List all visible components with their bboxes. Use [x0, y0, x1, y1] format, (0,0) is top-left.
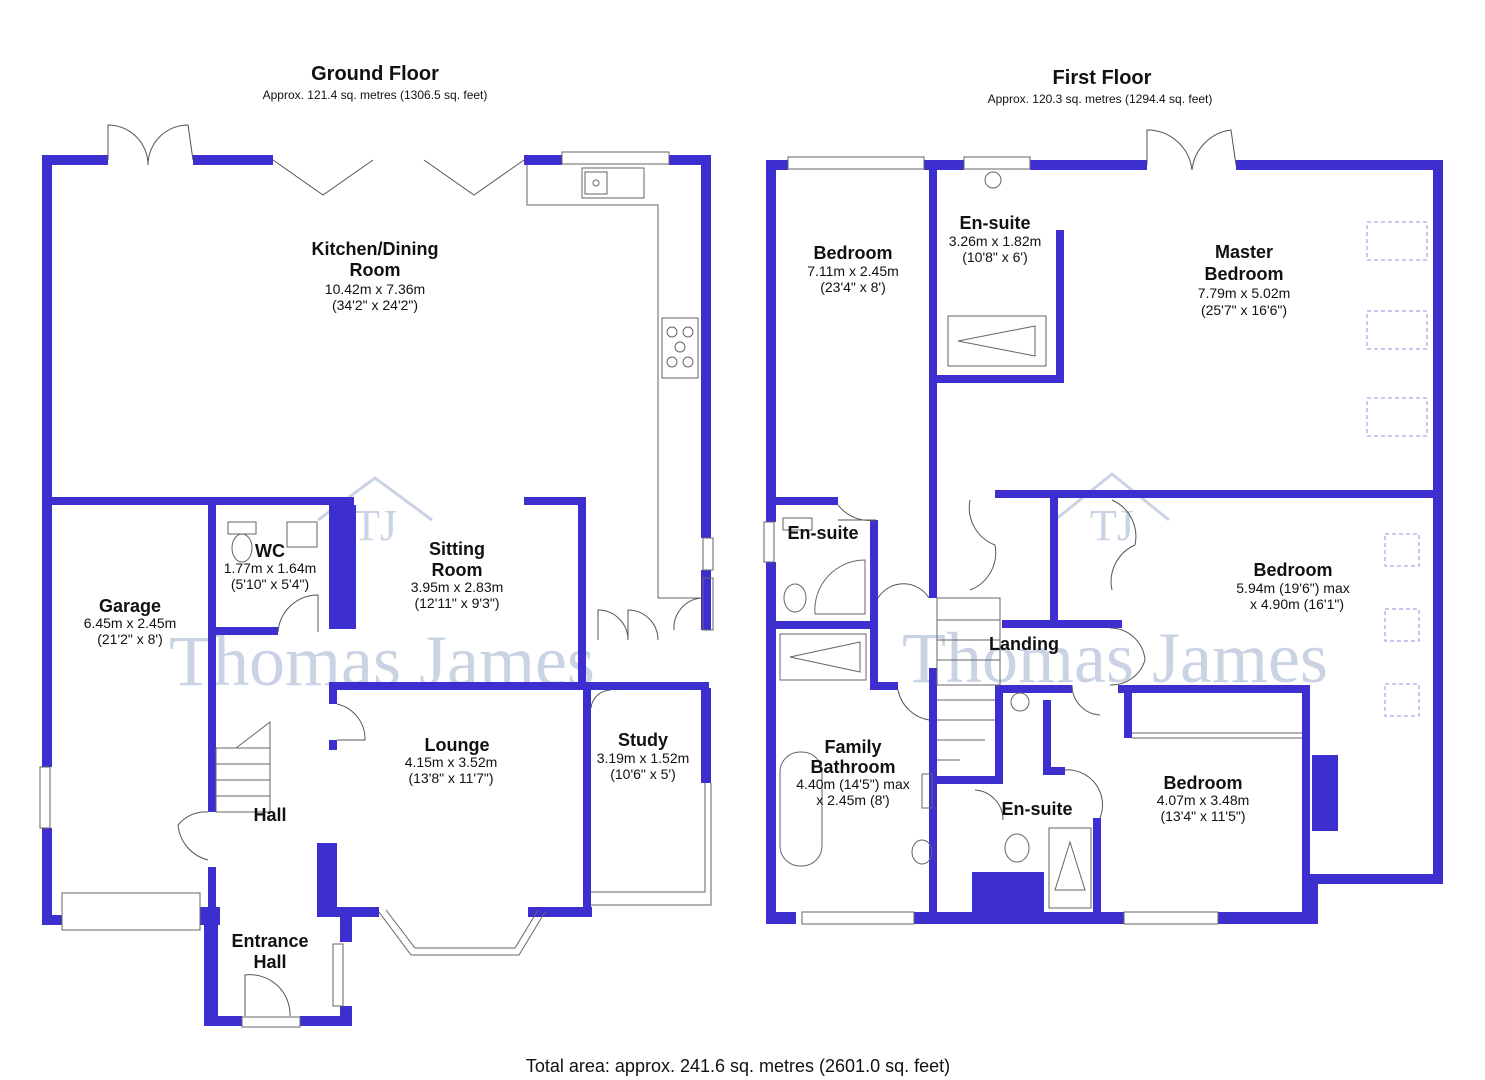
- room-name: Room: [350, 260, 401, 280]
- room-bedroom-bottom: Bedroom 4.07m x 3.48m (13'4" x 11'5"): [1157, 773, 1250, 824]
- room-dimensions-metric: 3.26m x 1.82m: [949, 233, 1042, 249]
- room-dimensions-metric: 10.42m x 7.36m: [325, 281, 425, 297]
- ground-floor-doors: [107, 124, 702, 1017]
- first-floor-doors: [837, 129, 1237, 821]
- room-entrance-hall: Entrance Hall: [231, 931, 308, 972]
- room-name: Kitchen/Dining: [312, 239, 439, 259]
- room-dimensions-imperial: x 4.90m (16'1"): [1250, 596, 1344, 612]
- room-study: Study 3.19m x 1.52m (10'6" x 5'): [597, 730, 690, 782]
- room-dimensions-imperial: (34'2" x 24'2"): [332, 297, 418, 313]
- room-bedroom-left: Bedroom 7.11m x 2.45m (23'4" x 8'): [807, 243, 899, 295]
- room-name: Study: [618, 730, 668, 750]
- room-name: Garage: [99, 596, 161, 616]
- room-name: Lounge: [425, 735, 490, 755]
- room-lounge: Lounge 4.15m x 3.52m (13'8" x 11'7"): [405, 735, 498, 786]
- room-ensuite-left: En-suite: [787, 523, 858, 543]
- room-dimensions-metric: 4.15m x 3.52m: [405, 754, 498, 770]
- first-floor-fixtures: [763, 156, 1428, 925]
- room-dimensions-metric: 3.19m x 1.52m: [597, 750, 690, 766]
- room-dimensions-imperial: (25'7" x 16'6"): [1201, 302, 1287, 318]
- room-dimensions-imperial: (10'8" x 6'): [962, 249, 1028, 265]
- ground-floor-area: Approx. 121.4 sq. metres (1306.5 sq. fee…: [263, 88, 488, 102]
- room-dimensions-metric: 7.79m x 5.02m: [1198, 285, 1291, 301]
- room-name: Master: [1215, 242, 1273, 262]
- room-ensuite-top: En-suite 3.26m x 1.82m (10'8" x 6'): [949, 213, 1042, 265]
- room-sitting: Sitting Room 3.95m x 2.83m (12'11" x 9'3…: [411, 539, 504, 611]
- room-bedroom-right: Bedroom 5.94m (19'6") max x 4.90m (16'1"…: [1236, 560, 1349, 612]
- room-garage: Garage 6.45m x 2.45m (21'2" x 8'): [84, 596, 177, 647]
- room-dimensions-imperial: (10'6" x 5'): [610, 766, 676, 782]
- room-name: Room: [432, 560, 483, 580]
- room-name: Bedroom: [813, 243, 892, 263]
- watermark-logo-right: TJ: [1090, 501, 1134, 550]
- ground-floor-fixtures: [39, 151, 714, 1028]
- first-floor-walls: [766, 160, 1443, 924]
- room-name: Hall: [253, 952, 286, 972]
- room-dimensions-imperial: (23'4" x 8'): [820, 279, 886, 295]
- room-family-bathroom: Family Bathroom 4.40m (14'5") max x 2.45…: [796, 737, 909, 808]
- room-dimensions-metric: 6.45m x 2.45m: [84, 615, 177, 631]
- room-dimensions-imperial: (13'4" x 11'5"): [1160, 808, 1245, 824]
- room-dimensions-metric: 3.95m x 2.83m: [411, 579, 504, 595]
- room-ensuite-bottom: En-suite: [1001, 799, 1072, 819]
- ground-floor-title: Ground Floor: [311, 63, 439, 85]
- first-floor-area: Approx. 120.3 sq. metres (1294.4 sq. fee…: [988, 92, 1213, 106]
- room-dimensions-metric: 5.94m (19'6") max: [1236, 580, 1349, 596]
- room-name: Bedroom: [1163, 773, 1242, 793]
- room-wc: WC 1.77m x 1.64m (5'10" x 5'4"): [224, 541, 317, 592]
- room-dimensions-imperial: (12'11" x 9'3"): [414, 595, 499, 611]
- room-name: WC: [255, 541, 285, 561]
- room-name: Sitting: [429, 539, 485, 559]
- room-dimensions-imperial: (21'2" x 8'): [97, 631, 163, 647]
- room-master-bedroom: Master Bedroom 7.79m x 5.02m (25'7" x 16…: [1198, 242, 1291, 318]
- total-area: Total area: approx. 241.6 sq. metres (26…: [526, 1056, 950, 1076]
- room-hall: Hall: [253, 805, 286, 825]
- room-dimensions-imperial: x 2.45m (8'): [816, 792, 889, 808]
- room-dimensions-imperial: (13'8" x 11'7"): [408, 770, 493, 786]
- room-name: Entrance: [231, 931, 308, 951]
- watermark-logo-left: TJ: [353, 501, 397, 550]
- room-kitchen: Kitchen/Dining Room 10.42m x 7.36m (34'2…: [312, 239, 439, 313]
- room-name: Bathroom: [811, 757, 896, 777]
- room-dimensions-metric: 1.77m x 1.64m: [224, 560, 317, 576]
- room-name: Family: [824, 737, 881, 757]
- room-name: Bedroom: [1253, 560, 1332, 580]
- room-name: Bedroom: [1204, 264, 1283, 284]
- room-dimensions-imperial: (5'10" x 5'4"): [231, 576, 309, 592]
- room-dimensions-metric: 4.40m (14'5") max: [796, 776, 909, 792]
- room-dimensions-metric: 7.11m x 2.45m: [807, 263, 899, 279]
- first-floor-title: First Floor: [1053, 67, 1152, 89]
- ground-floor-walls: [42, 155, 711, 1026]
- room-landing: Landing: [989, 634, 1059, 654]
- room-dimensions-metric: 4.07m x 3.48m: [1157, 792, 1250, 808]
- room-name: En-suite: [959, 213, 1030, 233]
